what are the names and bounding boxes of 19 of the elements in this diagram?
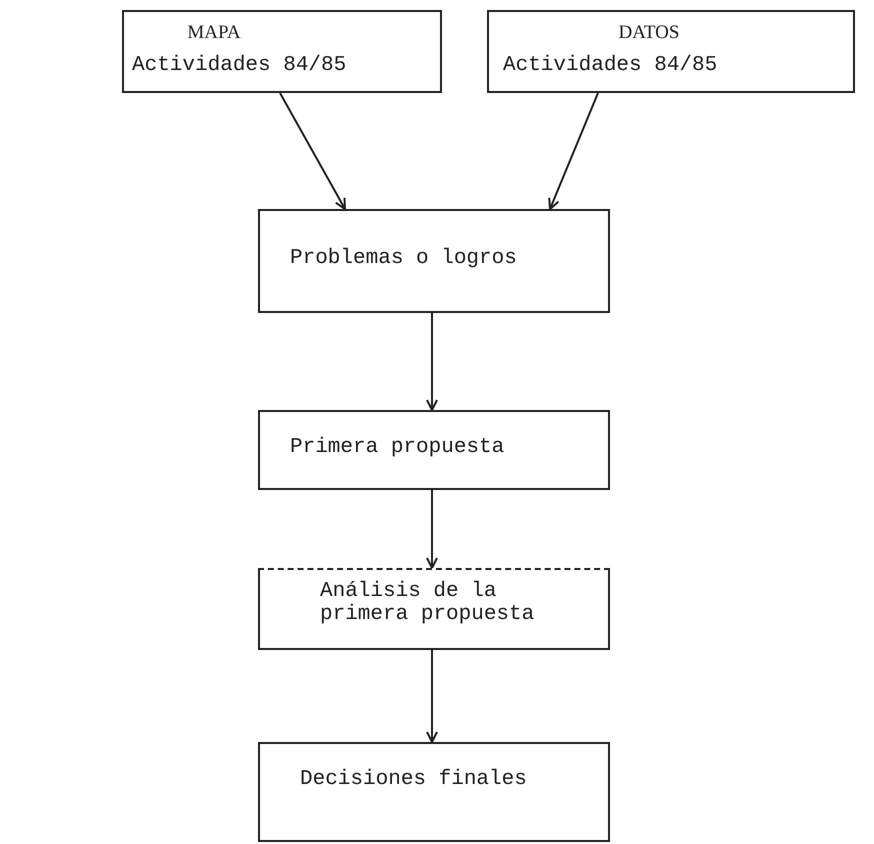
process-box bbox=[258, 568, 610, 650]
process-box bbox=[487, 10, 855, 93]
arrow bbox=[426, 650, 438, 743]
box-label: Actividades 84/85 bbox=[503, 54, 718, 77]
box-label: Decisiones finales bbox=[300, 768, 528, 791]
box-label: Actividades 84/85 bbox=[132, 54, 348, 77]
process-box bbox=[258, 410, 610, 490]
arrow bbox=[548, 92, 599, 210]
box-label: Problemas o logros bbox=[290, 247, 518, 270]
arrow bbox=[426, 313, 438, 411]
process-box bbox=[258, 209, 610, 313]
process-box bbox=[258, 742, 610, 842]
process-box bbox=[122, 10, 442, 93]
arrow bbox=[279, 92, 346, 210]
box-heading: MAPA bbox=[186, 22, 242, 44]
box-label: Análisis de la primera propuesta bbox=[320, 580, 536, 626]
box-label: Primera propuesta bbox=[290, 436, 506, 459]
arrow bbox=[426, 490, 438, 569]
box-heading: DATOS bbox=[618, 22, 680, 44]
